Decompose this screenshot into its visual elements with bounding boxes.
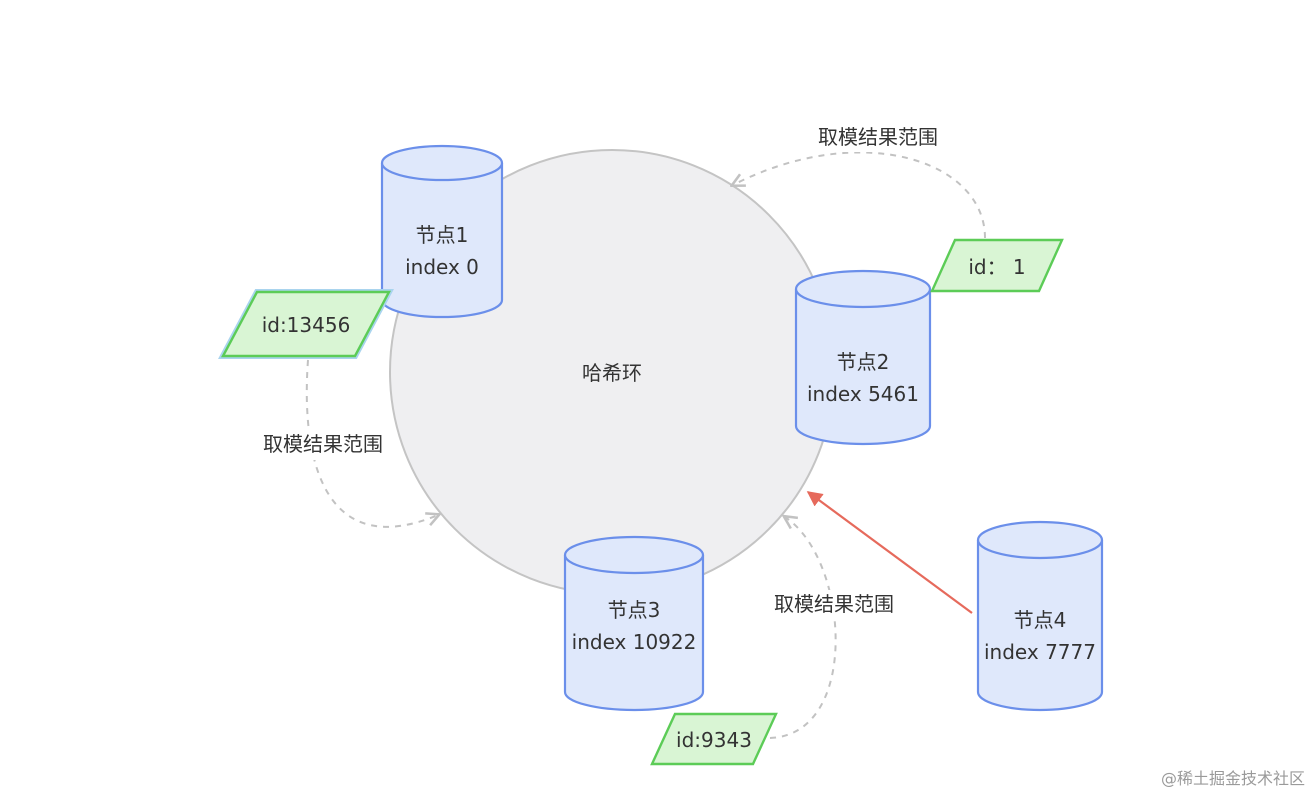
dashed-edge-id9343-to-ring xyxy=(769,517,837,739)
id-label-1: id： 1 xyxy=(968,255,1025,279)
edge-label-left: 取模结果范围 xyxy=(263,432,383,456)
edge-label-top-right: 取模结果范围 xyxy=(818,125,938,149)
node-4: 节点4 index 7777 xyxy=(976,520,1104,712)
node-4-index: index 7777 xyxy=(984,640,1096,664)
node-3-index: index 10922 xyxy=(572,630,697,654)
node-4-name: 节点4 xyxy=(1014,608,1067,632)
id-box-9343: id:9343 xyxy=(650,712,778,766)
id-label-13456: id:13456 xyxy=(262,313,351,337)
hash-ring-label: 哈希环 xyxy=(582,361,642,385)
node-2-index: index 5461 xyxy=(807,382,919,406)
node-2: 节点2 index 5461 xyxy=(794,269,932,446)
node-3: 节点3 index 10922 xyxy=(563,535,705,712)
node-3-name: 节点3 xyxy=(608,598,661,622)
id-box-13456: id:13456 xyxy=(218,289,394,359)
node-1: 节点1 index 0 xyxy=(380,144,504,319)
edge-label-bottom: 取模结果范围 xyxy=(774,592,894,616)
dashed-edge-id1-to-ring xyxy=(733,151,986,239)
edge-labels: 取模结果范围 取模结果范围 取模结果范围 xyxy=(252,122,950,620)
node-1-index: index 0 xyxy=(405,255,479,279)
node-1-name: 节点1 xyxy=(416,223,469,247)
id-box-1: id： 1 xyxy=(930,238,1064,293)
watermark-text: @稀土掘金技术社区 xyxy=(1161,769,1305,788)
dashed-edges xyxy=(305,151,986,739)
node-2-name: 节点2 xyxy=(837,350,890,374)
red-arrow-node4-to-ring xyxy=(806,491,973,614)
dashed-edge-id13456-to-ring xyxy=(305,359,438,528)
id-label-9343: id:9343 xyxy=(676,728,752,752)
